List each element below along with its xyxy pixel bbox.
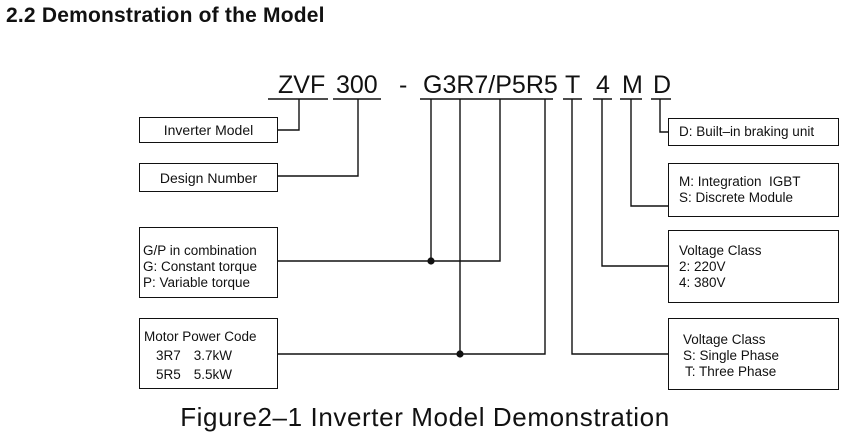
motor-power-value: 3.7kW [193,348,233,363]
gp-line-2: G: Constant torque [143,259,258,274]
voltage-class-title: Voltage Class [679,243,762,258]
design-number-box: Design Number [139,163,278,192]
motor-power-row: 3R7 3.7kW [144,346,277,365]
line-power-a [278,99,461,355]
inverter-model-box: Inverter Model [139,117,278,143]
braking-label: D: Built–in braking unit [679,124,815,139]
phase-box: Voltage Class S: Single Phase T: Three P… [668,318,839,390]
gp-line-1: G/P in combination [143,243,257,258]
code-seg-zvf: ZVF [278,71,326,99]
igbt-box: M: Integration IGBT S: Discrete Module [668,163,839,217]
phase-line-2: S: Single Phase [683,348,780,363]
line-braking [659,99,668,133]
junction-power [456,350,464,358]
phase-title: Voltage Class [683,332,766,347]
voltage-class-line-2: 2: 220V [679,259,726,274]
code-seg-m: M [622,71,643,99]
motor-power-code: 3R7 [156,348,181,363]
junction-gp [427,257,435,265]
code-seg-dash: - [399,71,408,99]
section-title: 2.2 Demonstration of the Model [6,4,325,27]
line-power-b [460,99,546,355]
line-gp-p [431,99,501,262]
motor-power-row: 5R5 5.5kW [144,365,277,384]
braking-box: D: Built–in braking unit [668,118,839,146]
line-igbt [630,99,668,207]
design-number-label: Design Number [159,169,258,186]
line-design-number [278,99,359,177]
gp-box: G/P in combination G: Constant torque P:… [139,227,278,298]
code-seg-d: D [653,71,672,99]
code-seg-t: T [565,71,581,99]
phase-line-3: T: Three Phase [685,364,777,379]
line-voltage [601,99,668,267]
motor-power-title: Motor Power Code [144,329,257,344]
motor-power-value: 5.5kW [193,367,233,382]
inverter-model-label: Inverter Model [163,122,254,138]
figure-caption: Figure2–1 Inverter Model Demonstration [180,402,670,432]
line-gp-g [278,99,432,262]
line-inverter-model [278,99,300,131]
code-seg-4: 4 [596,71,610,99]
voltage-class-line-3: 4: 380V [679,275,726,290]
voltage-class-box: Voltage Class 2: 220V 4: 380V [668,230,839,303]
code-seg-300: 300 [336,71,378,99]
igbt-line-1: M: Integration IGBT [679,174,801,189]
motor-power-code: 5R5 [156,367,181,382]
gp-line-3: P: Variable torque [143,275,251,290]
code-seg-power: G3R7/P5R5 [423,71,558,99]
line-phase [571,99,668,355]
motor-power-box: Motor Power Code 3R7 3.7kW 5R5 5.5kW [139,318,278,389]
igbt-line-2: S: Discrete Module [679,190,794,205]
